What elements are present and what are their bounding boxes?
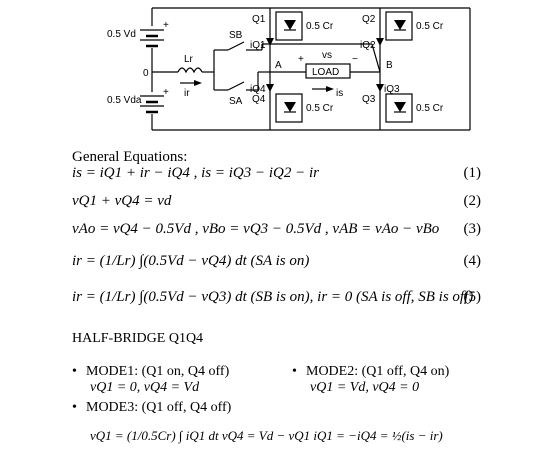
equation-2: vQ1 + vQ4 = vd xyxy=(72,193,172,209)
load-voltage-minus: − xyxy=(352,54,358,65)
iq3-arrow xyxy=(376,84,384,92)
load-voltage-label: vs xyxy=(322,50,332,61)
c3-label: 0.5 Cr xyxy=(416,103,444,114)
switch-sa-label: SA xyxy=(229,96,243,107)
equation-4-number: (4) xyxy=(463,253,482,269)
lower-dc-source xyxy=(140,92,164,114)
c4-label: 0.5 Cr xyxy=(306,103,334,114)
resonant-inverter-circuit: 0.5 Vd 0.5 Vda 0 + + Lr ir SB SA Q1 Q4 Q… xyxy=(107,7,471,131)
upper-dc-source xyxy=(140,26,164,48)
upper-source-plus: + xyxy=(163,20,169,31)
equation-3: vAo = vQ4 − 0.5Vd , vBo = vQ3 − 0.5Vd , … xyxy=(72,221,440,237)
mode2-label: MODE2: (Q1 off, Q4 on) xyxy=(306,364,450,379)
q1-label: Q1 xyxy=(252,14,266,25)
is-arrow xyxy=(326,86,334,92)
node-a-label: A xyxy=(275,60,282,71)
switch-q3 xyxy=(385,93,413,123)
equation-3-number: (3) xyxy=(463,221,482,237)
lower-source-plus: + xyxy=(163,87,169,98)
equation-5-number: (5) xyxy=(463,289,482,305)
load-box xyxy=(305,63,351,79)
equation-4: ir = (1/Lr) ∫(0.5Vd − vQ4) dt (SA is on) xyxy=(72,253,310,269)
iq1-label: iQ1 xyxy=(250,40,266,51)
iq1-arrow xyxy=(266,38,274,46)
midpoint-label: 0 xyxy=(143,68,149,79)
iq4-arrow xyxy=(266,84,274,92)
mode1-conditions: vQ1 = 0, vQ4 = Vd xyxy=(90,380,200,395)
switch-sb-label: SB xyxy=(229,30,243,41)
general-equations-heading: General Equations: xyxy=(72,149,188,165)
c1-label: 0.5 Cr xyxy=(306,21,334,32)
switch-sa xyxy=(227,81,245,91)
q4-label: Q4 xyxy=(252,94,266,105)
half-bridge-heading: HALF-BRIDGE Q1Q4 xyxy=(72,331,204,346)
mode3-label: MODE3: (Q1 off, Q4 off) xyxy=(86,400,232,415)
lower-source-label: 0.5 Vda xyxy=(107,95,142,106)
mode1-label: MODE1: (Q1 on, Q4 off) xyxy=(86,364,230,379)
iq4-label: iQ4 xyxy=(250,84,266,95)
switch-q1 xyxy=(275,11,303,41)
mode2-conditions: vQ1 = Vd, vQ4 = 0 xyxy=(310,380,420,395)
iq2-arrow xyxy=(376,38,384,46)
equation-5: ir = (1/Lr) ∫(0.5Vd − vQ3) dt (SB is on)… xyxy=(72,289,474,305)
switch-sb xyxy=(227,41,245,51)
switch-q4 xyxy=(275,93,303,123)
inductor-current-label: ir xyxy=(184,88,190,99)
inductor-label: Lr xyxy=(184,54,194,65)
upper-source-label: 0.5 Vd xyxy=(107,29,136,40)
c2-label: 0.5 Cr xyxy=(416,21,444,32)
equation-1: is = iQ1 + ir − iQ4 , is = iQ3 − iQ2 − i… xyxy=(72,165,320,181)
resonant-inductor xyxy=(177,67,203,74)
mode1-bullet: • xyxy=(72,364,77,379)
switch-q2 xyxy=(385,11,413,41)
equation-1-number: (1) xyxy=(463,165,482,181)
mode3-conditions: vQ1 = (1/0.5Cr) ∫ iQ1 dt vQ4 = Vd − vQ1 … xyxy=(90,428,443,443)
iq3-label: iQ3 xyxy=(384,84,400,95)
q2-label: Q2 xyxy=(362,14,376,25)
load-voltage-plus: + xyxy=(298,54,304,65)
load-current-label: is xyxy=(336,88,343,99)
mode3-bullet: • xyxy=(72,400,77,415)
iq2-label: iQ2 xyxy=(360,40,376,51)
q3-label: Q3 xyxy=(362,94,376,105)
equation-2-number: (2) xyxy=(463,193,482,209)
mode2-bullet: • xyxy=(292,364,297,379)
load-label: LOAD xyxy=(312,67,339,78)
node-b-label: B xyxy=(386,60,393,71)
ir-arrow xyxy=(194,80,202,86)
